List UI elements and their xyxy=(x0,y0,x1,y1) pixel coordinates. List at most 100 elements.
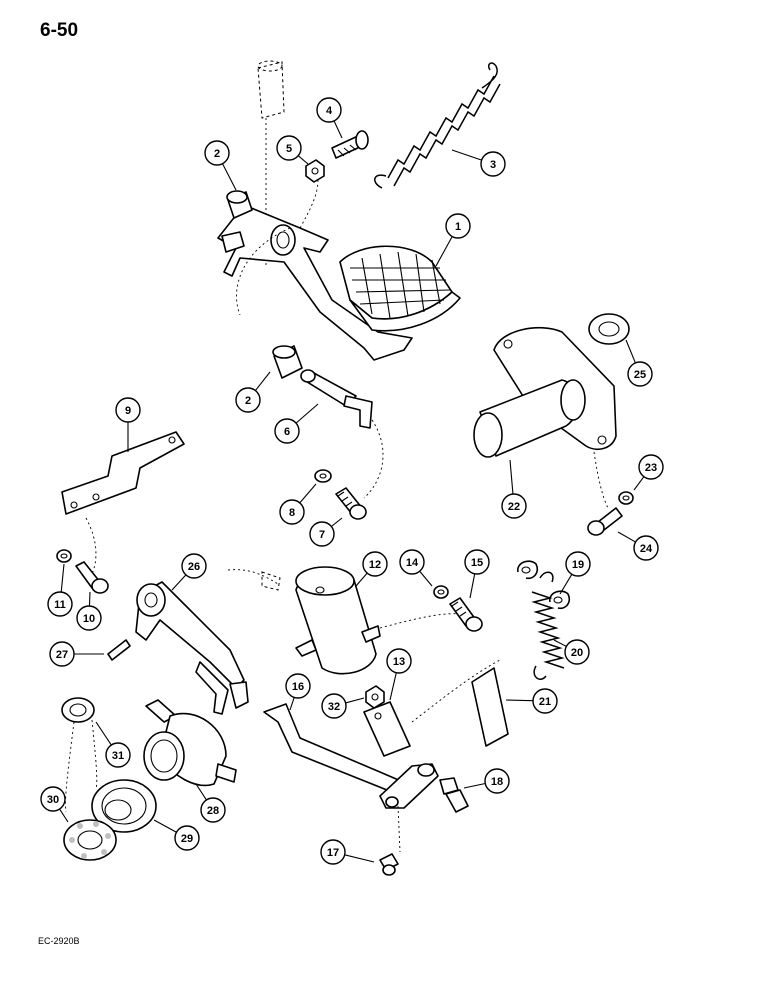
page-number: 6-50 xyxy=(40,20,79,41)
shaft-bolt xyxy=(439,777,469,813)
callout-number: 14 xyxy=(406,557,419,569)
callout-number: 5 xyxy=(286,143,292,155)
callout-circle xyxy=(309,521,335,547)
pedal-nut xyxy=(305,159,325,183)
callout-31: 31 xyxy=(95,721,131,768)
guide-seal xyxy=(588,313,630,345)
callout-number: 24 xyxy=(640,543,653,555)
callout-17: 17 xyxy=(320,839,375,865)
leader-line xyxy=(153,819,177,833)
callout-circle xyxy=(321,693,347,719)
leader-line xyxy=(505,699,534,702)
callout-number: 2 xyxy=(214,148,220,160)
return-spring xyxy=(374,62,501,189)
callout-number: 17 xyxy=(327,847,339,859)
callout-number: 30 xyxy=(47,794,59,806)
leader-line xyxy=(617,531,636,543)
parts-layer xyxy=(56,60,634,876)
callout-number: 4 xyxy=(326,105,333,117)
callout-32: 32 xyxy=(321,693,365,719)
release-bearing-carrier xyxy=(143,699,237,787)
callout-circle xyxy=(274,418,300,444)
leader-line xyxy=(254,371,271,391)
callout-13: 13 xyxy=(386,648,412,701)
callout-number: 25 xyxy=(634,369,646,381)
callout-circle xyxy=(49,641,75,667)
leader-line xyxy=(419,570,433,587)
callout-number: 27 xyxy=(56,649,68,661)
callout-24: 24 xyxy=(617,531,659,561)
spring-clip-upper xyxy=(517,560,539,580)
pushrod-nut xyxy=(365,685,385,709)
slave-cylinder xyxy=(295,566,381,675)
leader-line xyxy=(389,672,397,701)
callout-number: 21 xyxy=(539,696,551,708)
callout-4: 4 xyxy=(316,97,343,139)
leader-line xyxy=(435,236,453,267)
callout-29: 29 xyxy=(153,819,200,851)
callout-circle xyxy=(76,605,102,631)
lower-bushing xyxy=(272,345,303,379)
callout-circle xyxy=(200,797,226,823)
leader-line xyxy=(195,783,207,801)
callout-circle xyxy=(565,551,591,577)
leader-line xyxy=(625,339,636,364)
callout-circle xyxy=(633,535,659,561)
callout-number: 31 xyxy=(112,750,124,762)
callout-number: 2 xyxy=(245,395,251,407)
callout-circle xyxy=(386,648,412,674)
callout-circle xyxy=(40,786,66,812)
callout-9: 9 xyxy=(115,397,141,452)
callout-16: 16 xyxy=(285,673,311,711)
callout-circle xyxy=(399,549,425,575)
leader-line xyxy=(88,591,91,607)
callout-circle xyxy=(235,387,261,413)
callout-number: 22 xyxy=(508,501,520,513)
leader-line xyxy=(463,782,486,789)
callout-8: 8 xyxy=(279,483,317,525)
callout-30: 30 xyxy=(40,786,69,823)
callout-number: 1 xyxy=(455,221,461,233)
callout-1: 1 xyxy=(435,213,471,267)
callout-number: 3 xyxy=(490,159,496,171)
callout-circle xyxy=(627,361,653,387)
leader-line xyxy=(509,459,514,495)
callout-2: 2 xyxy=(235,371,271,413)
release-bearing xyxy=(91,779,157,833)
callout-22: 22 xyxy=(501,459,527,519)
leader-line xyxy=(633,476,645,491)
leader-line xyxy=(289,697,295,711)
callout-circle xyxy=(181,553,207,579)
leader-line xyxy=(295,403,319,424)
leader-line xyxy=(355,572,368,587)
callout-number: 29 xyxy=(181,833,193,845)
callout-25: 25 xyxy=(625,339,653,387)
callout-18: 18 xyxy=(463,768,510,794)
callout-number: 7 xyxy=(319,529,325,541)
callout-number: 18 xyxy=(491,776,503,788)
callout-number: 12 xyxy=(369,559,381,571)
callout-circle xyxy=(276,135,302,161)
bearing-circlip xyxy=(61,697,95,723)
callout-circle xyxy=(532,688,558,714)
leader-line xyxy=(95,721,112,746)
bearing-guide-tube xyxy=(473,326,617,458)
callout-10: 10 xyxy=(76,591,102,631)
callout-number: 10 xyxy=(83,613,95,625)
pedal-bolt xyxy=(331,130,369,159)
callout-circle xyxy=(279,499,305,525)
leader-line xyxy=(345,697,365,704)
callout-circle xyxy=(362,551,388,577)
cylinder-bolt xyxy=(449,597,483,632)
shaft-stud xyxy=(379,853,399,876)
cylinder-washer xyxy=(433,585,449,599)
bracket-plate xyxy=(61,431,185,515)
leader-line xyxy=(553,639,567,647)
guide-bolt xyxy=(587,507,623,536)
callout-number: 8 xyxy=(289,507,295,519)
callout-20: 20 xyxy=(553,639,590,665)
callout-number: 6 xyxy=(284,426,290,438)
pin-washer xyxy=(314,469,332,483)
leader-line xyxy=(297,155,309,165)
